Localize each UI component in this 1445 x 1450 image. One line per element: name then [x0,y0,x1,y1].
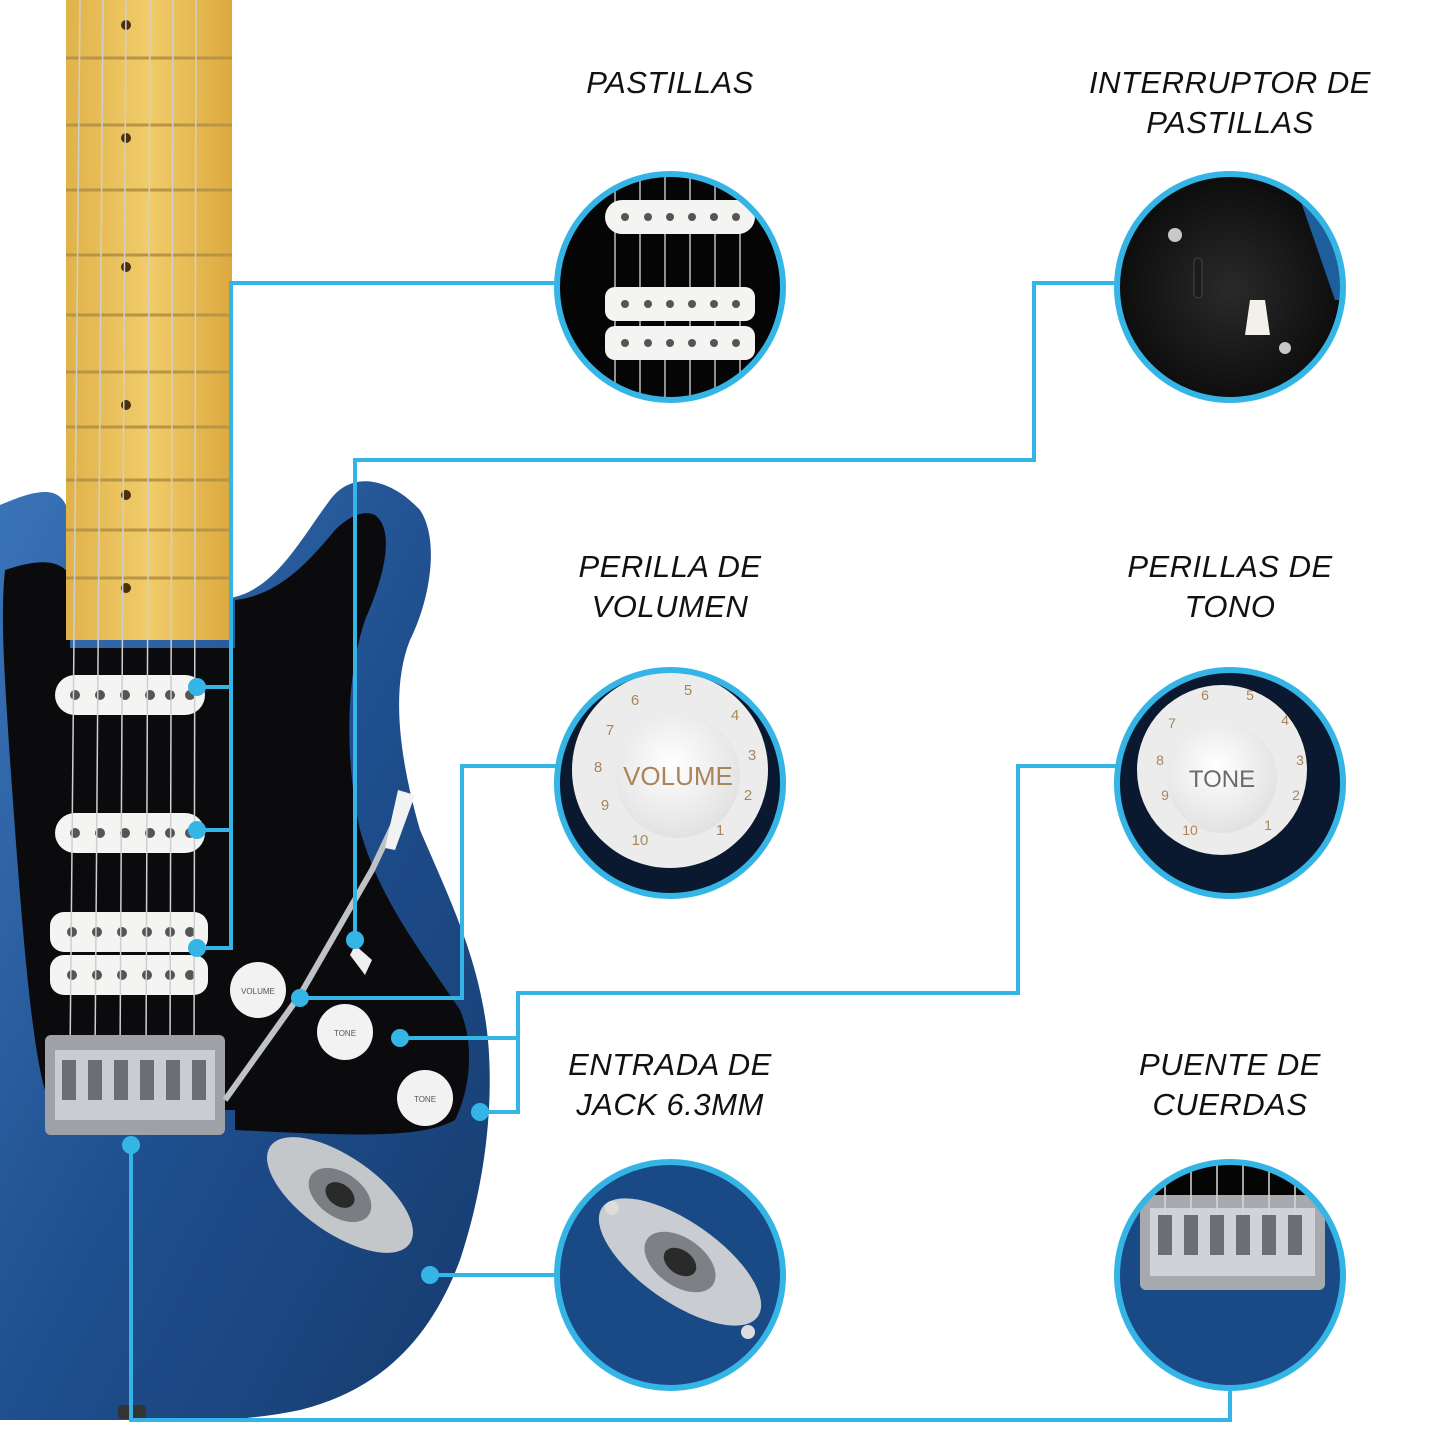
guitar-jack-plate [267,1137,413,1253]
switch-connector [353,281,1116,940]
connector-lines [129,281,1232,1422]
volume-detail-circle: VOLUME 10 9 8 7 6 5 4 3 2 1 [554,667,786,899]
pickup-switch-label-line2: PASTILLAS [1146,105,1314,140]
pickups-label: PASTILLAS [570,63,770,103]
bridge-detail-circle [1114,1159,1346,1391]
small-volume-text: VOLUME [241,987,275,996]
tone-number-5: 5 [1246,687,1254,703]
volume-number-8: 8 [594,759,602,776]
tone-number-2: 2 [1292,787,1300,803]
pickup-switch-label-line1: INTERRUPTOR DE [1088,65,1371,100]
volume-number-1: 1 [716,822,724,839]
tone-number-8: 8 [1156,752,1164,768]
jack-detail-circle [554,1159,786,1391]
tone-knob-text: TONE [1189,766,1255,793]
volume-number-3: 3 [748,747,756,764]
volume-number-6: 6 [631,692,639,709]
guitar-strings [69,0,197,1061]
connector-dots [122,678,489,1284]
selector-switch-tip [350,945,372,975]
tone-connector [480,764,1116,1114]
tremolo-tip [385,790,415,850]
volume-number-10: 10 [632,832,649,849]
tone-number-7: 7 [1168,715,1176,731]
tone-number-1: 1 [1264,817,1272,833]
tone-number-10: 10 [1182,822,1198,838]
pickups-detail-circle [554,171,786,403]
volume-knob-label-line1: PERILLA DE [578,549,762,584]
volume-number-5: 5 [684,682,692,699]
small-tone-text-1: TONE [334,1029,356,1038]
bridge-label-line2: CUERDAS [1152,1087,1308,1122]
volume-knob-label: PERILLA DE VOLUMEN [545,547,795,627]
tone-number-6: 6 [1201,687,1209,703]
tone-number-4: 4 [1281,712,1289,728]
volume-number-4: 4 [731,707,739,724]
guitar-pickups [50,675,208,995]
pickups-label-line1: PASTILLAS [586,65,754,100]
tone-number-3: 3 [1296,752,1304,768]
bridge-connector [129,1145,1232,1422]
bridge-label-line1: PUENTE DE [1139,1047,1321,1082]
volume-number-9: 9 [601,797,609,814]
volume-connector [300,764,556,1000]
jack-input-label-line1: ENTRADA DE [568,1047,772,1082]
pickup-switch-label: INTERRUPTOR DE PASTILLAS [1080,63,1380,143]
tone-knobs-label-line2: TONO [1184,589,1276,624]
tone-knobs-label-line1: PERILLAS DE [1127,549,1333,584]
tone-knobs-label: PERILLAS DE TONO [1100,547,1360,627]
bridge-label: PUENTE DE CUERDAS [1100,1045,1360,1125]
guitar-knobs: VOLUME TONE TONE [230,962,453,1126]
tone-number-9: 9 [1161,787,1169,803]
jack-input-label: ENTRADA DE JACK 6.3MM [540,1045,800,1125]
volume-number-2: 2 [744,787,752,804]
volume-knob-label-line2: VOLUMEN [591,589,749,624]
jack-input-label-line2: JACK 6.3MM [576,1087,764,1122]
tone-detail-circle: TONE 10 9 8 7 6 5 4 3 2 1 [1114,667,1346,899]
pickup-switch-detail-circle [1114,171,1346,403]
small-tone-text-2: TONE [414,1095,436,1104]
volume-number-7: 7 [606,722,614,739]
guitar-bridge [45,1035,225,1135]
volume-knob-text: VOLUME [623,761,733,791]
pickups-connector [197,281,556,950]
guitar-image: VOLUME TONE TONE [0,0,490,1421]
